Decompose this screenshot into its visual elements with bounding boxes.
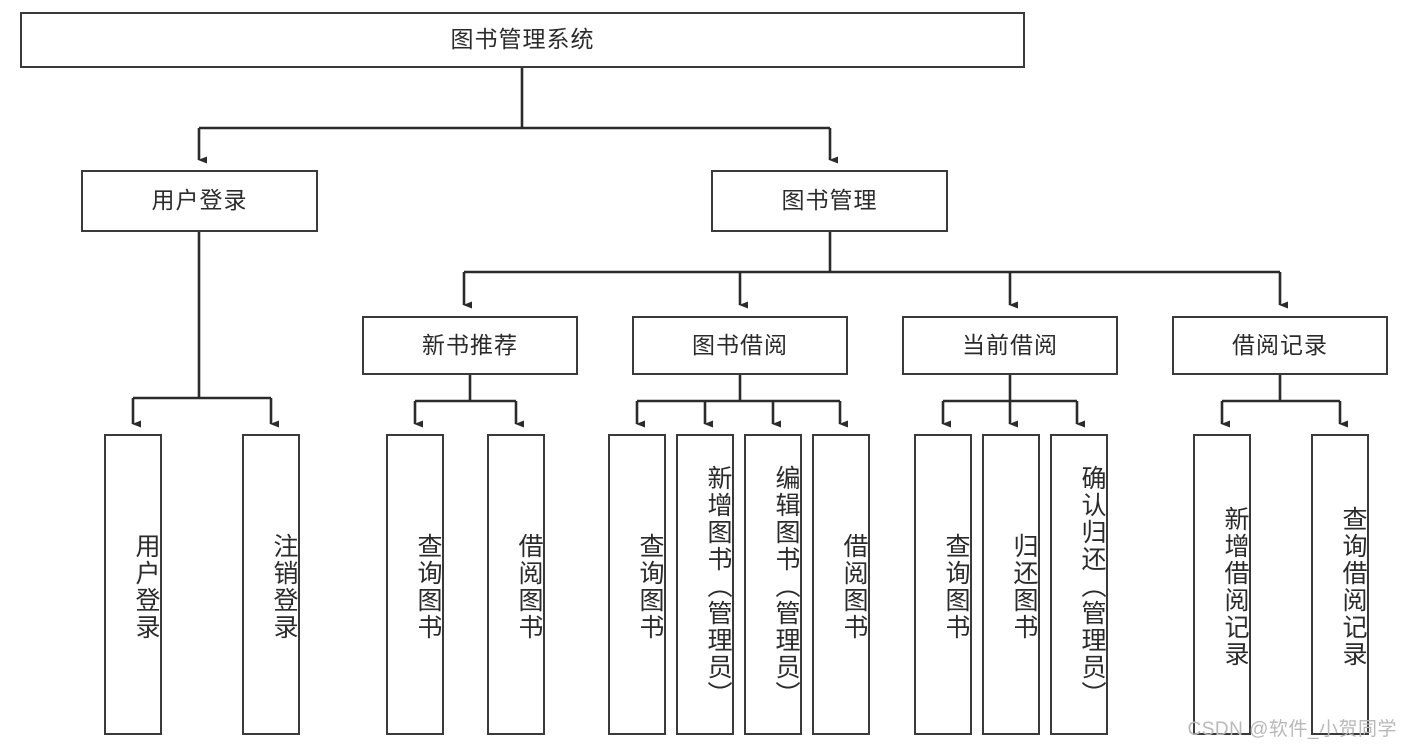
node-label: 用户登录 (151, 187, 248, 214)
node-label: 新增借阅记录 (1221, 505, 1249, 668)
leaf-borrow-book-1[interactable]: 借阅图书 (487, 434, 545, 735)
leaf-user-login[interactable]: 用户登录 (104, 434, 162, 735)
leaf-query-book-3[interactable]: 查询图书 (914, 434, 972, 735)
node-label: 归还图书 (1010, 532, 1038, 641)
node-label: 查询借阅记录 (1339, 505, 1367, 668)
node-root-book-management-system[interactable]: 图书管理系统 (20, 12, 1025, 68)
leaf-query-record[interactable]: 查询借阅记录 (1311, 434, 1369, 735)
node-label: 用户登录 (132, 532, 160, 641)
node-new-book-recommend[interactable]: 新书推荐 (362, 316, 578, 375)
node-book-management[interactable]: 图书管理 (711, 170, 948, 232)
node-book-borrow[interactable]: 图书借阅 (632, 316, 848, 375)
leaf-borrow-book-2[interactable]: 借阅图书 (812, 434, 870, 735)
node-label: 确认归还（管理员） (1078, 465, 1106, 708)
node-label: 图书借阅 (692, 331, 788, 358)
node-label: 查询图书 (942, 532, 970, 641)
node-label: 借阅记录 (1232, 331, 1328, 358)
node-label: 编辑图书（管理员） (772, 465, 800, 708)
leaf-query-book-2[interactable]: 查询图书 (608, 434, 666, 735)
node-label: 新增图书（管理员） (704, 465, 732, 708)
node-current-borrow[interactable]: 当前借阅 (902, 316, 1118, 375)
node-label: 查询图书 (636, 532, 664, 641)
node-label: 当前借阅 (962, 331, 1058, 358)
node-user-login[interactable]: 用户登录 (81, 170, 318, 232)
leaf-user-logout[interactable]: 注销登录 (242, 434, 300, 735)
leaf-return-book[interactable]: 归还图书 (982, 434, 1040, 735)
node-borrow-record[interactable]: 借阅记录 (1172, 316, 1388, 375)
node-label: 借阅图书 (840, 532, 868, 641)
node-label: 新书推荐 (422, 331, 518, 358)
csdn-watermark: CSDN @软件_小贺同学 (1187, 719, 1397, 740)
node-label: 注销登录 (270, 532, 298, 641)
leaf-edit-book[interactable]: 编辑图书（管理员） (744, 434, 802, 735)
node-label: 查询图书 (414, 532, 442, 641)
node-label: 图书管理 (781, 187, 878, 214)
leaf-add-record[interactable]: 新增借阅记录 (1193, 434, 1251, 735)
node-label: 图书管理系统 (450, 26, 595, 53)
leaf-add-book[interactable]: 新增图书（管理员） (676, 434, 734, 735)
leaf-confirm-return[interactable]: 确认归还（管理员） (1050, 434, 1108, 735)
node-label: 借阅图书 (515, 532, 543, 641)
leaf-query-book-1[interactable]: 查询图书 (386, 434, 444, 735)
